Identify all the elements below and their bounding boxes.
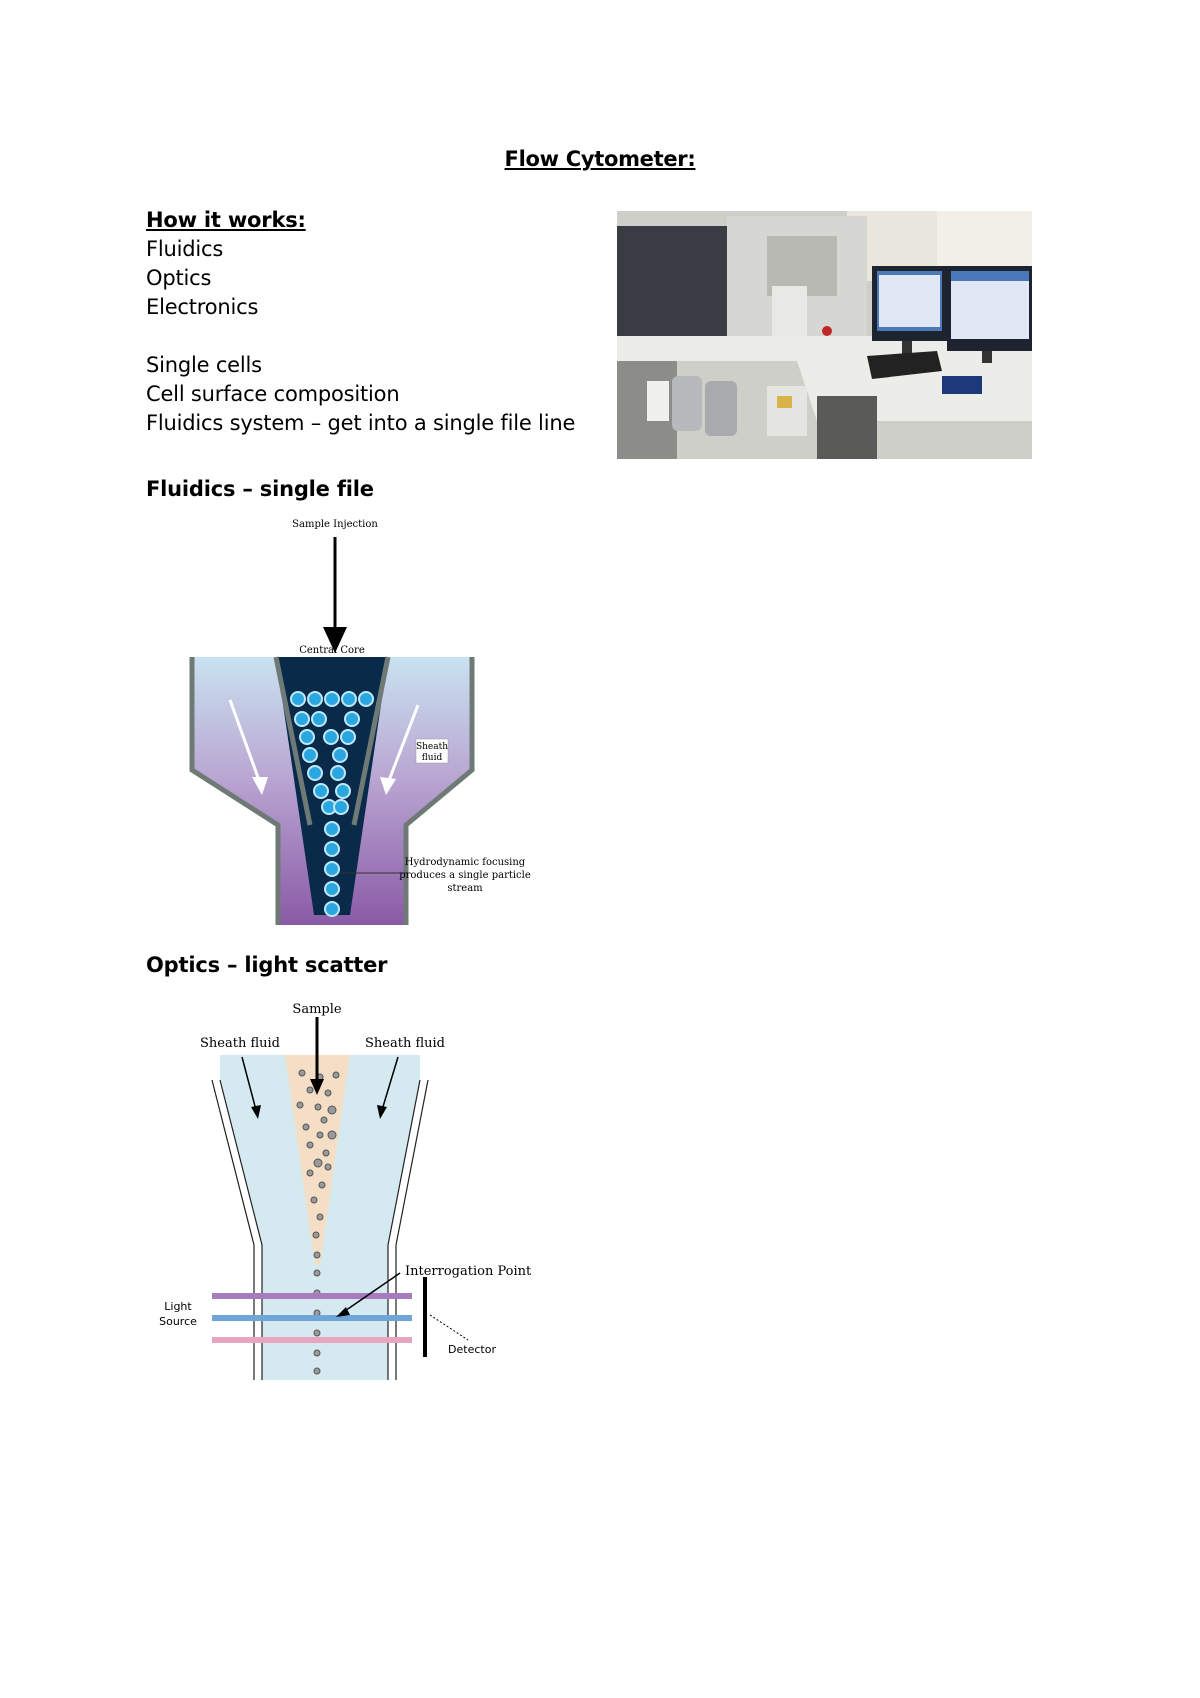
list-item: Fluidics xyxy=(146,237,224,261)
sheath-fluid-label: fluid xyxy=(422,753,443,763)
focusing-label: stream xyxy=(447,883,483,894)
sheath-fluid-right-label: Sheath fluid xyxy=(365,1036,445,1051)
light-scatter-diagram: Sample Sheath fluid Sheath fluid Interro… xyxy=(159,1002,532,1380)
sheath-fluid-label: Sheath xyxy=(416,742,448,752)
note-item: Single cells xyxy=(146,353,262,377)
interrogation-point-label: Interrogation Point xyxy=(405,1264,532,1279)
hydrodynamic-focusing-diagram: Sample Injection Central Core Sheath flu… xyxy=(189,519,531,925)
how-it-works-heading: How it works: xyxy=(146,208,306,232)
how-it-works-section: How it works: Fluidics Optics Electronic… xyxy=(146,206,575,438)
list-item: Optics xyxy=(146,266,212,290)
sample-label: Sample xyxy=(292,1002,341,1017)
page-title: Flow Cytometer: xyxy=(504,147,696,171)
note-item: Fluidics system – get into a single file… xyxy=(146,411,576,435)
fluidics-heading: Fluidics – single file xyxy=(146,477,374,501)
list-item: Electronics xyxy=(146,295,259,319)
detector-label: Detector xyxy=(448,1343,496,1356)
central-core-label: Central Core xyxy=(299,645,365,656)
focusing-label: Hydrodynamic focusing xyxy=(405,857,526,868)
note-item: Cell surface composition xyxy=(146,382,400,406)
focusing-label: produces a single particle xyxy=(399,870,531,881)
sheath-fluid-left-label: Sheath fluid xyxy=(200,1036,280,1051)
sample-injection-label: Sample Injection xyxy=(292,519,378,530)
light-source-label: Light xyxy=(164,1300,192,1313)
flow-cytometer-photo xyxy=(617,211,1032,459)
light-source-label: Source xyxy=(159,1315,197,1328)
optics-heading: Optics – light scatter xyxy=(146,953,388,977)
